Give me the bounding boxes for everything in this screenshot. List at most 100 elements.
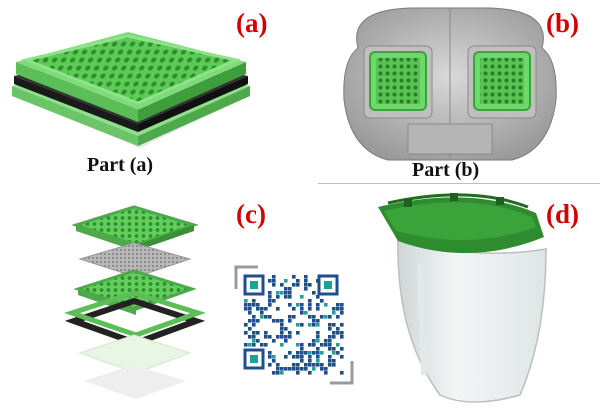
- qr-module: [292, 355, 296, 359]
- qr-module: [308, 343, 312, 347]
- qr-module: [268, 363, 272, 367]
- qr-module: [300, 295, 304, 299]
- qr-module: [248, 307, 252, 311]
- qr-module: [284, 287, 288, 291]
- panel-c: (c): [0, 185, 354, 419]
- qr-module: [288, 335, 292, 339]
- qr-module: [272, 283, 276, 287]
- qr-module: [328, 335, 332, 339]
- qr-module: [256, 331, 260, 335]
- qr-module: [312, 319, 316, 323]
- qr-module: [320, 299, 324, 303]
- qr-module: [308, 359, 312, 363]
- panel-a-caption: Part (a): [87, 154, 154, 176]
- mask-front-illustration: [343, 7, 557, 161]
- qr-module: [328, 343, 332, 347]
- qr-module: [288, 331, 292, 335]
- qr-module: [248, 335, 252, 339]
- qr-module: [340, 323, 344, 327]
- qr-module: [244, 303, 248, 307]
- qr-module: [276, 307, 280, 311]
- qr-module: [304, 275, 308, 279]
- qr-module: [284, 295, 288, 299]
- qr-module: [296, 371, 300, 375]
- qr-module: [316, 339, 320, 343]
- qr-module: [276, 367, 280, 371]
- panel-b: (b) Part (b): [300, 0, 600, 185]
- qr-module: [316, 307, 320, 311]
- qr-module: [300, 351, 304, 355]
- qr-module: [276, 295, 280, 299]
- qr-module: [308, 283, 312, 287]
- qr-module: [296, 303, 300, 307]
- qr-module: [264, 307, 268, 311]
- qr-module: [248, 319, 252, 323]
- qr-module: [260, 315, 264, 319]
- qr-module: [336, 315, 340, 319]
- qr-module: [280, 371, 284, 375]
- qr-module: [280, 335, 284, 339]
- qr-module: [272, 319, 276, 323]
- qr-module: [284, 339, 288, 343]
- qr-module: [268, 279, 272, 283]
- qr-module: [336, 303, 340, 307]
- qr-module: [316, 363, 320, 367]
- qr-module: [332, 311, 336, 315]
- qr-module: [260, 311, 264, 315]
- qr-module: [268, 315, 272, 319]
- qr-module: [296, 279, 300, 283]
- qr-module: [316, 319, 320, 323]
- qr-module: [304, 283, 308, 287]
- qr-module: [292, 275, 296, 279]
- qr-module: [312, 367, 316, 371]
- qr-module: [264, 343, 268, 347]
- qr-module: [268, 299, 272, 303]
- panel-b-tag: (b): [546, 8, 579, 38]
- qr-module: [312, 351, 316, 355]
- qr-module: [332, 347, 336, 351]
- qr-module: [336, 307, 340, 311]
- qr-module: [264, 335, 268, 339]
- qr-module: [316, 295, 320, 299]
- qr-module: [316, 303, 320, 307]
- qr-module: [288, 287, 292, 291]
- qr-module: [276, 363, 280, 367]
- qr-module: [308, 363, 312, 367]
- qr-module: [296, 355, 300, 359]
- qr-module: [284, 355, 288, 359]
- qr-module: [340, 335, 344, 339]
- qr-module: [268, 355, 272, 359]
- qr-module: [260, 307, 264, 311]
- qr-module: [324, 303, 328, 307]
- qr-module: [300, 347, 304, 351]
- qr-module: [288, 291, 292, 295]
- qr-module: [324, 343, 328, 347]
- qr-module: [340, 307, 344, 311]
- qr-module: [284, 279, 288, 283]
- qr-module: [308, 323, 312, 327]
- qr-module: [304, 363, 308, 367]
- qr-module: [288, 319, 292, 323]
- qr-module: [264, 315, 268, 319]
- qr-module: [268, 351, 272, 355]
- qr-module: [320, 343, 324, 347]
- qr-module: [316, 323, 320, 327]
- qr-module: [332, 359, 336, 363]
- qr-module: [280, 283, 284, 287]
- qr-module: [268, 335, 272, 339]
- qr-module: [256, 307, 260, 311]
- qr-module: [304, 351, 308, 355]
- qr-module: [280, 323, 284, 327]
- qr-module: [300, 343, 304, 347]
- qr-module: [300, 307, 304, 311]
- qr-module: [252, 303, 256, 307]
- qr-module: [308, 355, 312, 359]
- qr-module: [268, 291, 272, 295]
- qr-module: [312, 291, 316, 295]
- qr-module: [248, 303, 252, 307]
- qr-module: [340, 331, 344, 335]
- qr-module: [320, 315, 324, 319]
- qr-module: [268, 303, 272, 307]
- qr-module: [244, 343, 248, 347]
